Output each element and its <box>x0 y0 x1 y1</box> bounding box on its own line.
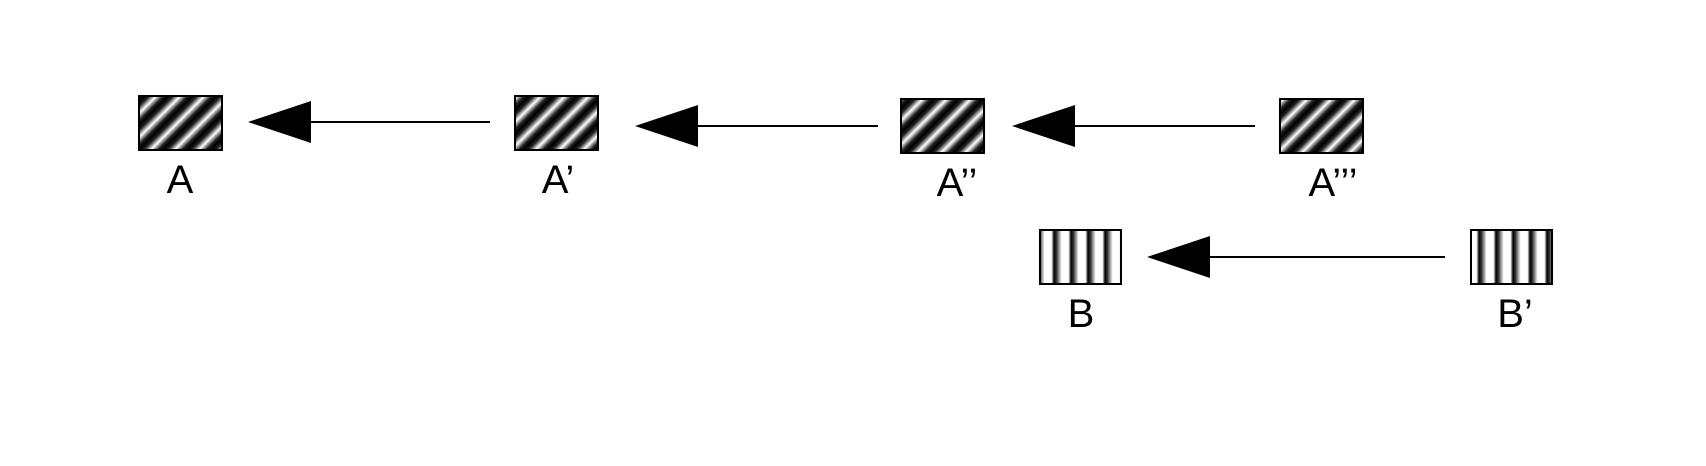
node-label-a-double-prime: A’’ <box>937 161 978 205</box>
node-b: B <box>1039 229 1122 336</box>
node-label-b: B <box>1068 292 1095 336</box>
diagonal-stripe-box <box>514 95 599 151</box>
edge-a1-to-a <box>248 101 490 143</box>
node-label-a-triple-prime: A’’’ <box>1309 161 1358 205</box>
node-b-prime: B’ <box>1470 229 1553 336</box>
node-a-prime: A’ <box>514 95 599 202</box>
edge-a3-to-a2 <box>1012 105 1255 147</box>
diagonal-stripe-box <box>900 98 985 154</box>
vertical-stripe-box <box>1470 229 1553 285</box>
vertical-stripe-box <box>1039 229 1122 285</box>
edge-b1-to-b <box>1147 236 1445 278</box>
diagonal-stripe-box <box>1279 98 1364 154</box>
edge-a2-to-a1 <box>635 105 878 147</box>
node-label-b-prime: B’ <box>1497 292 1533 336</box>
node-label-a-prime: A’ <box>542 158 575 202</box>
node-a-double-prime: A’’ <box>900 98 985 205</box>
node-a: A <box>138 95 223 202</box>
diagonal-stripe-box <box>138 95 223 151</box>
node-a-triple-prime: A’’’ <box>1279 98 1364 205</box>
node-label-a: A <box>167 158 194 202</box>
